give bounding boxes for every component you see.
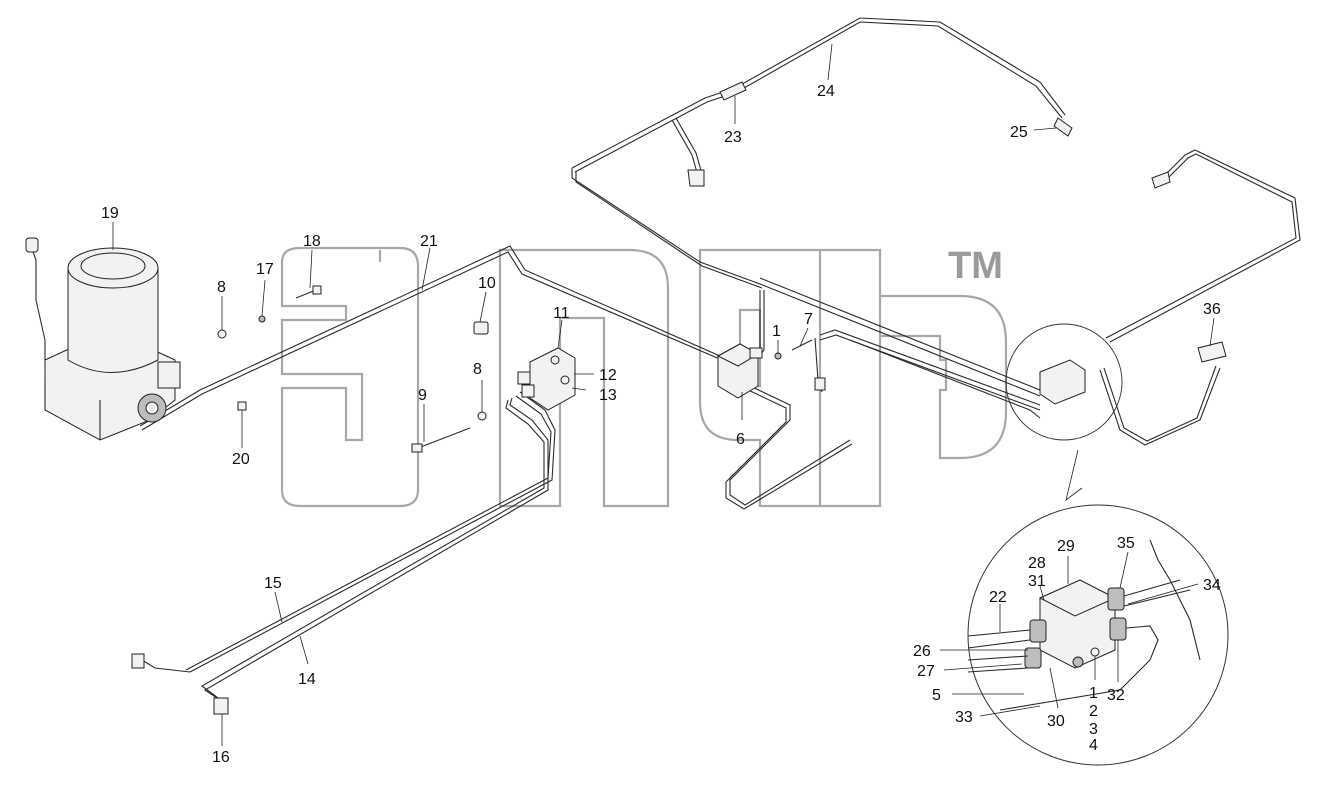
callout-1-detail: 1 (1089, 685, 1098, 702)
fitting-23 (719, 81, 747, 101)
bolt-9 (417, 427, 471, 449)
callout-1: 1 (772, 323, 781, 340)
callout-24: 24 (817, 83, 835, 100)
callout-14: 14 (298, 671, 316, 688)
callout-29: 29 (1057, 538, 1075, 555)
callout-6: 6 (736, 431, 745, 448)
components (25, 81, 1227, 715)
callout-35: 35 (1117, 535, 1135, 552)
callout-8-bottom: 8 (473, 361, 482, 378)
detail-distributor-block (967, 539, 1201, 711)
washer-17 (258, 315, 266, 323)
bolt-20 (237, 401, 247, 411)
pump-unit (25, 237, 181, 441)
callout-12: 12 (599, 367, 617, 384)
callout-7: 7 (804, 311, 813, 328)
washer-8-top (217, 329, 227, 339)
callout-2: 2 (1089, 703, 1098, 720)
callout-9: 9 (418, 387, 427, 404)
callout-31: 31 (1028, 573, 1046, 590)
callout-18: 18 (303, 233, 321, 250)
callout-4: 4 (1089, 737, 1098, 754)
callout-15: 15 (264, 575, 282, 592)
callout-26: 26 (913, 643, 931, 660)
watermark-logo: TM (280, 245, 1008, 508)
callout-labels: 1 7 6 8 8 9 10 11 12 13 14 15 16 17 18 1… (101, 83, 1221, 766)
callout-13: 13 (599, 387, 617, 404)
pipe-network (139, 17, 1301, 766)
callout-27: 27 (917, 663, 935, 680)
fitting-16 (213, 697, 229, 715)
fitting-7 (791, 339, 813, 351)
callout-23: 23 (724, 129, 742, 146)
washer-8-bottom (477, 411, 487, 421)
distributor-block-6 (716, 343, 763, 399)
callout-36: 36 (1203, 301, 1221, 318)
distributor-block-11 (517, 347, 576, 411)
callout-33: 33 (955, 709, 973, 726)
fitting-25 (1053, 117, 1073, 137)
callout-32: 32 (1107, 687, 1125, 704)
callout-30: 30 (1047, 713, 1065, 730)
callout-20: 20 (232, 451, 250, 468)
trademark-symbol: TM (948, 245, 1003, 287)
fitting-36 (1197, 341, 1227, 363)
callout-28: 28 (1028, 555, 1046, 572)
leader-lines (112, 43, 1215, 746)
callout-19: 19 (101, 205, 119, 222)
callout-25: 25 (1010, 124, 1028, 141)
callout-21: 21 (420, 233, 438, 250)
callout-8-top: 8 (217, 279, 226, 296)
callout-10: 10 (478, 275, 496, 292)
callout-3: 3 (1089, 721, 1098, 738)
fitting-10 (473, 321, 489, 335)
callout-22: 22 (989, 589, 1007, 606)
callout-11: 11 (553, 305, 570, 322)
callout-34: 34 (1203, 577, 1221, 594)
callout-16: 16 (212, 749, 230, 766)
callout-17: 17 (256, 261, 274, 278)
callout-5: 5 (932, 687, 941, 704)
